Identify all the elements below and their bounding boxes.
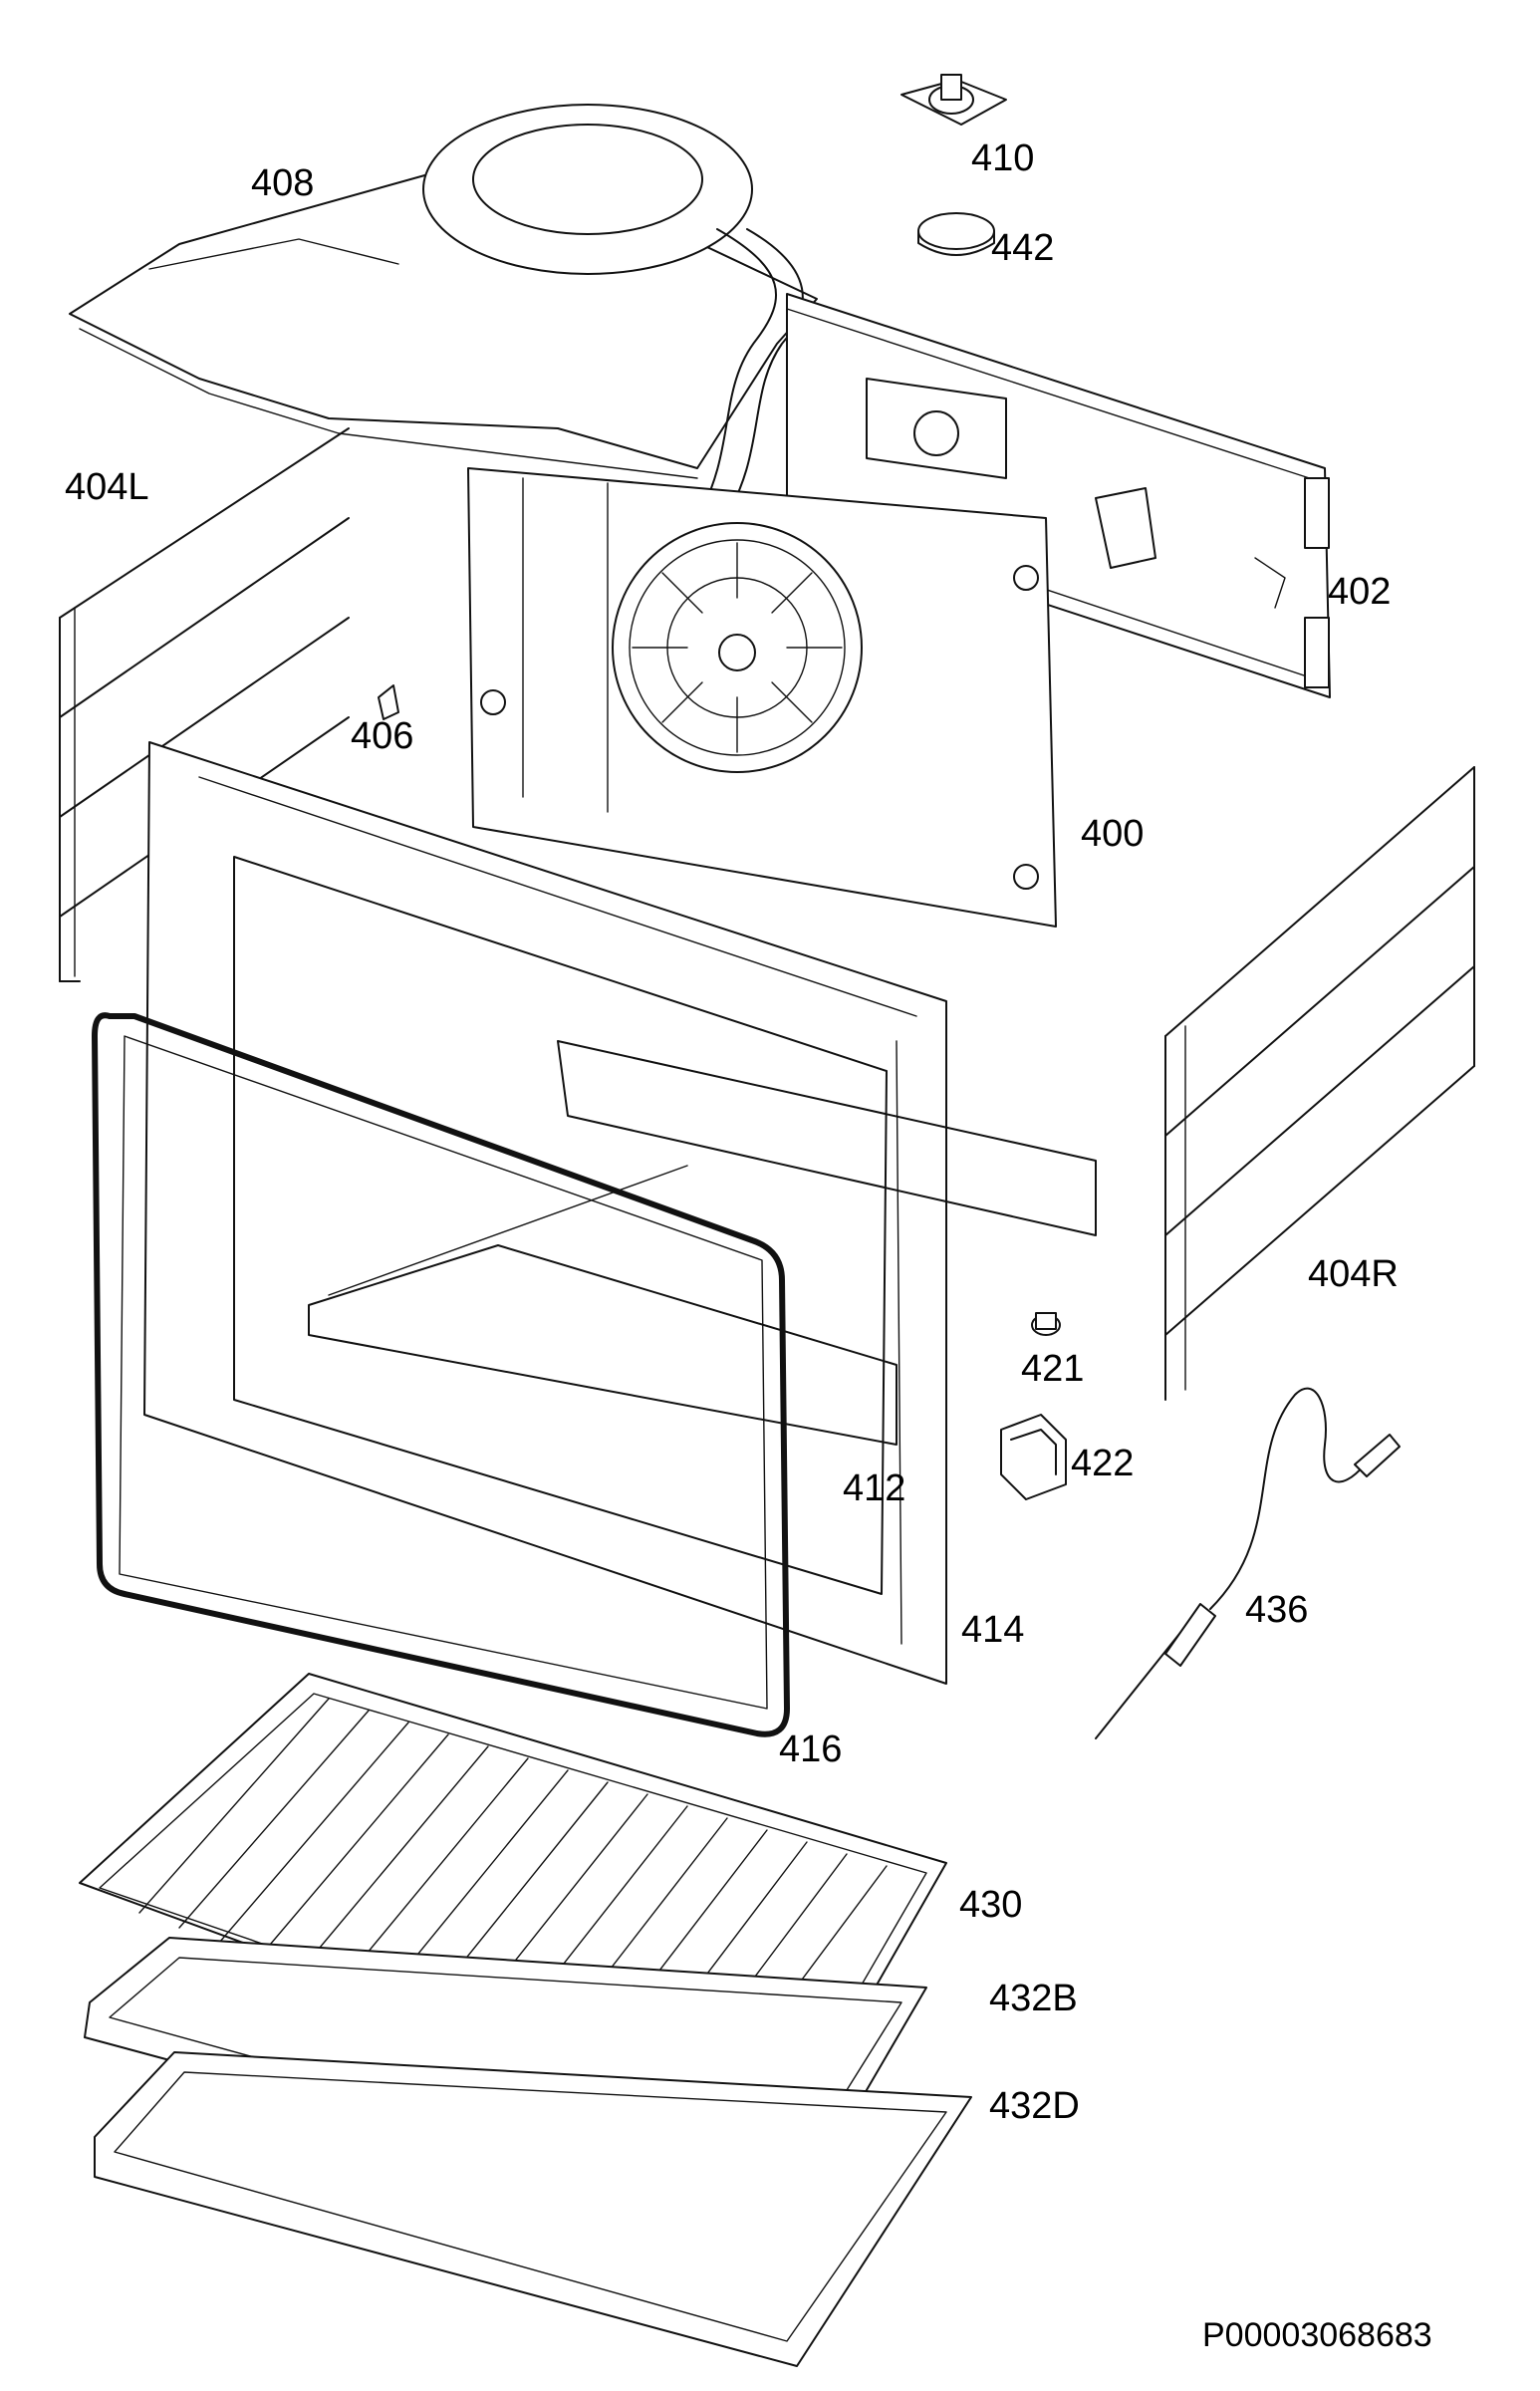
part-400-back-panel bbox=[467, 378, 1057, 928]
part-406-clip bbox=[378, 684, 399, 720]
document-id: P00003068683 bbox=[1202, 2316, 1432, 2354]
label-404R: 404R bbox=[1308, 1253, 1399, 1295]
part-421-plug bbox=[1031, 1312, 1061, 1336]
label-400: 400 bbox=[1081, 813, 1145, 855]
label-416: 416 bbox=[779, 1728, 843, 1770]
label-414: 414 bbox=[961, 1609, 1025, 1651]
part-414-door-frame bbox=[143, 741, 947, 1685]
label-442: 442 bbox=[991, 227, 1055, 269]
part-410-motor-bracket bbox=[900, 74, 1007, 126]
part-416-door-seal bbox=[92, 1012, 790, 1737]
label-408: 408 bbox=[251, 162, 315, 204]
part-408-top-duct bbox=[69, 104, 818, 524]
label-412: 412 bbox=[843, 1467, 906, 1509]
label-404L: 404L bbox=[65, 466, 149, 508]
part-442-cap bbox=[917, 212, 995, 256]
label-430: 430 bbox=[959, 1884, 1023, 1926]
label-432B: 432B bbox=[989, 1978, 1078, 2019]
part-412-liner bbox=[308, 1040, 1097, 1446]
label-422: 422 bbox=[1071, 1443, 1135, 1484]
part-404R-right-shelf-support bbox=[1164, 766, 1475, 1401]
label-421: 421 bbox=[1021, 1348, 1085, 1390]
label-406: 406 bbox=[351, 715, 414, 757]
label-432D: 432D bbox=[989, 2085, 1080, 2127]
label-410: 410 bbox=[971, 137, 1035, 179]
label-436: 436 bbox=[1245, 1589, 1309, 1631]
part-432D-deep-tray bbox=[94, 2051, 972, 2367]
label-402: 402 bbox=[1328, 571, 1392, 613]
part-404L-left-shelf-support bbox=[59, 427, 350, 982]
part-422-socket bbox=[1000, 1414, 1067, 1500]
part-436-probe bbox=[1095, 1387, 1401, 1739]
